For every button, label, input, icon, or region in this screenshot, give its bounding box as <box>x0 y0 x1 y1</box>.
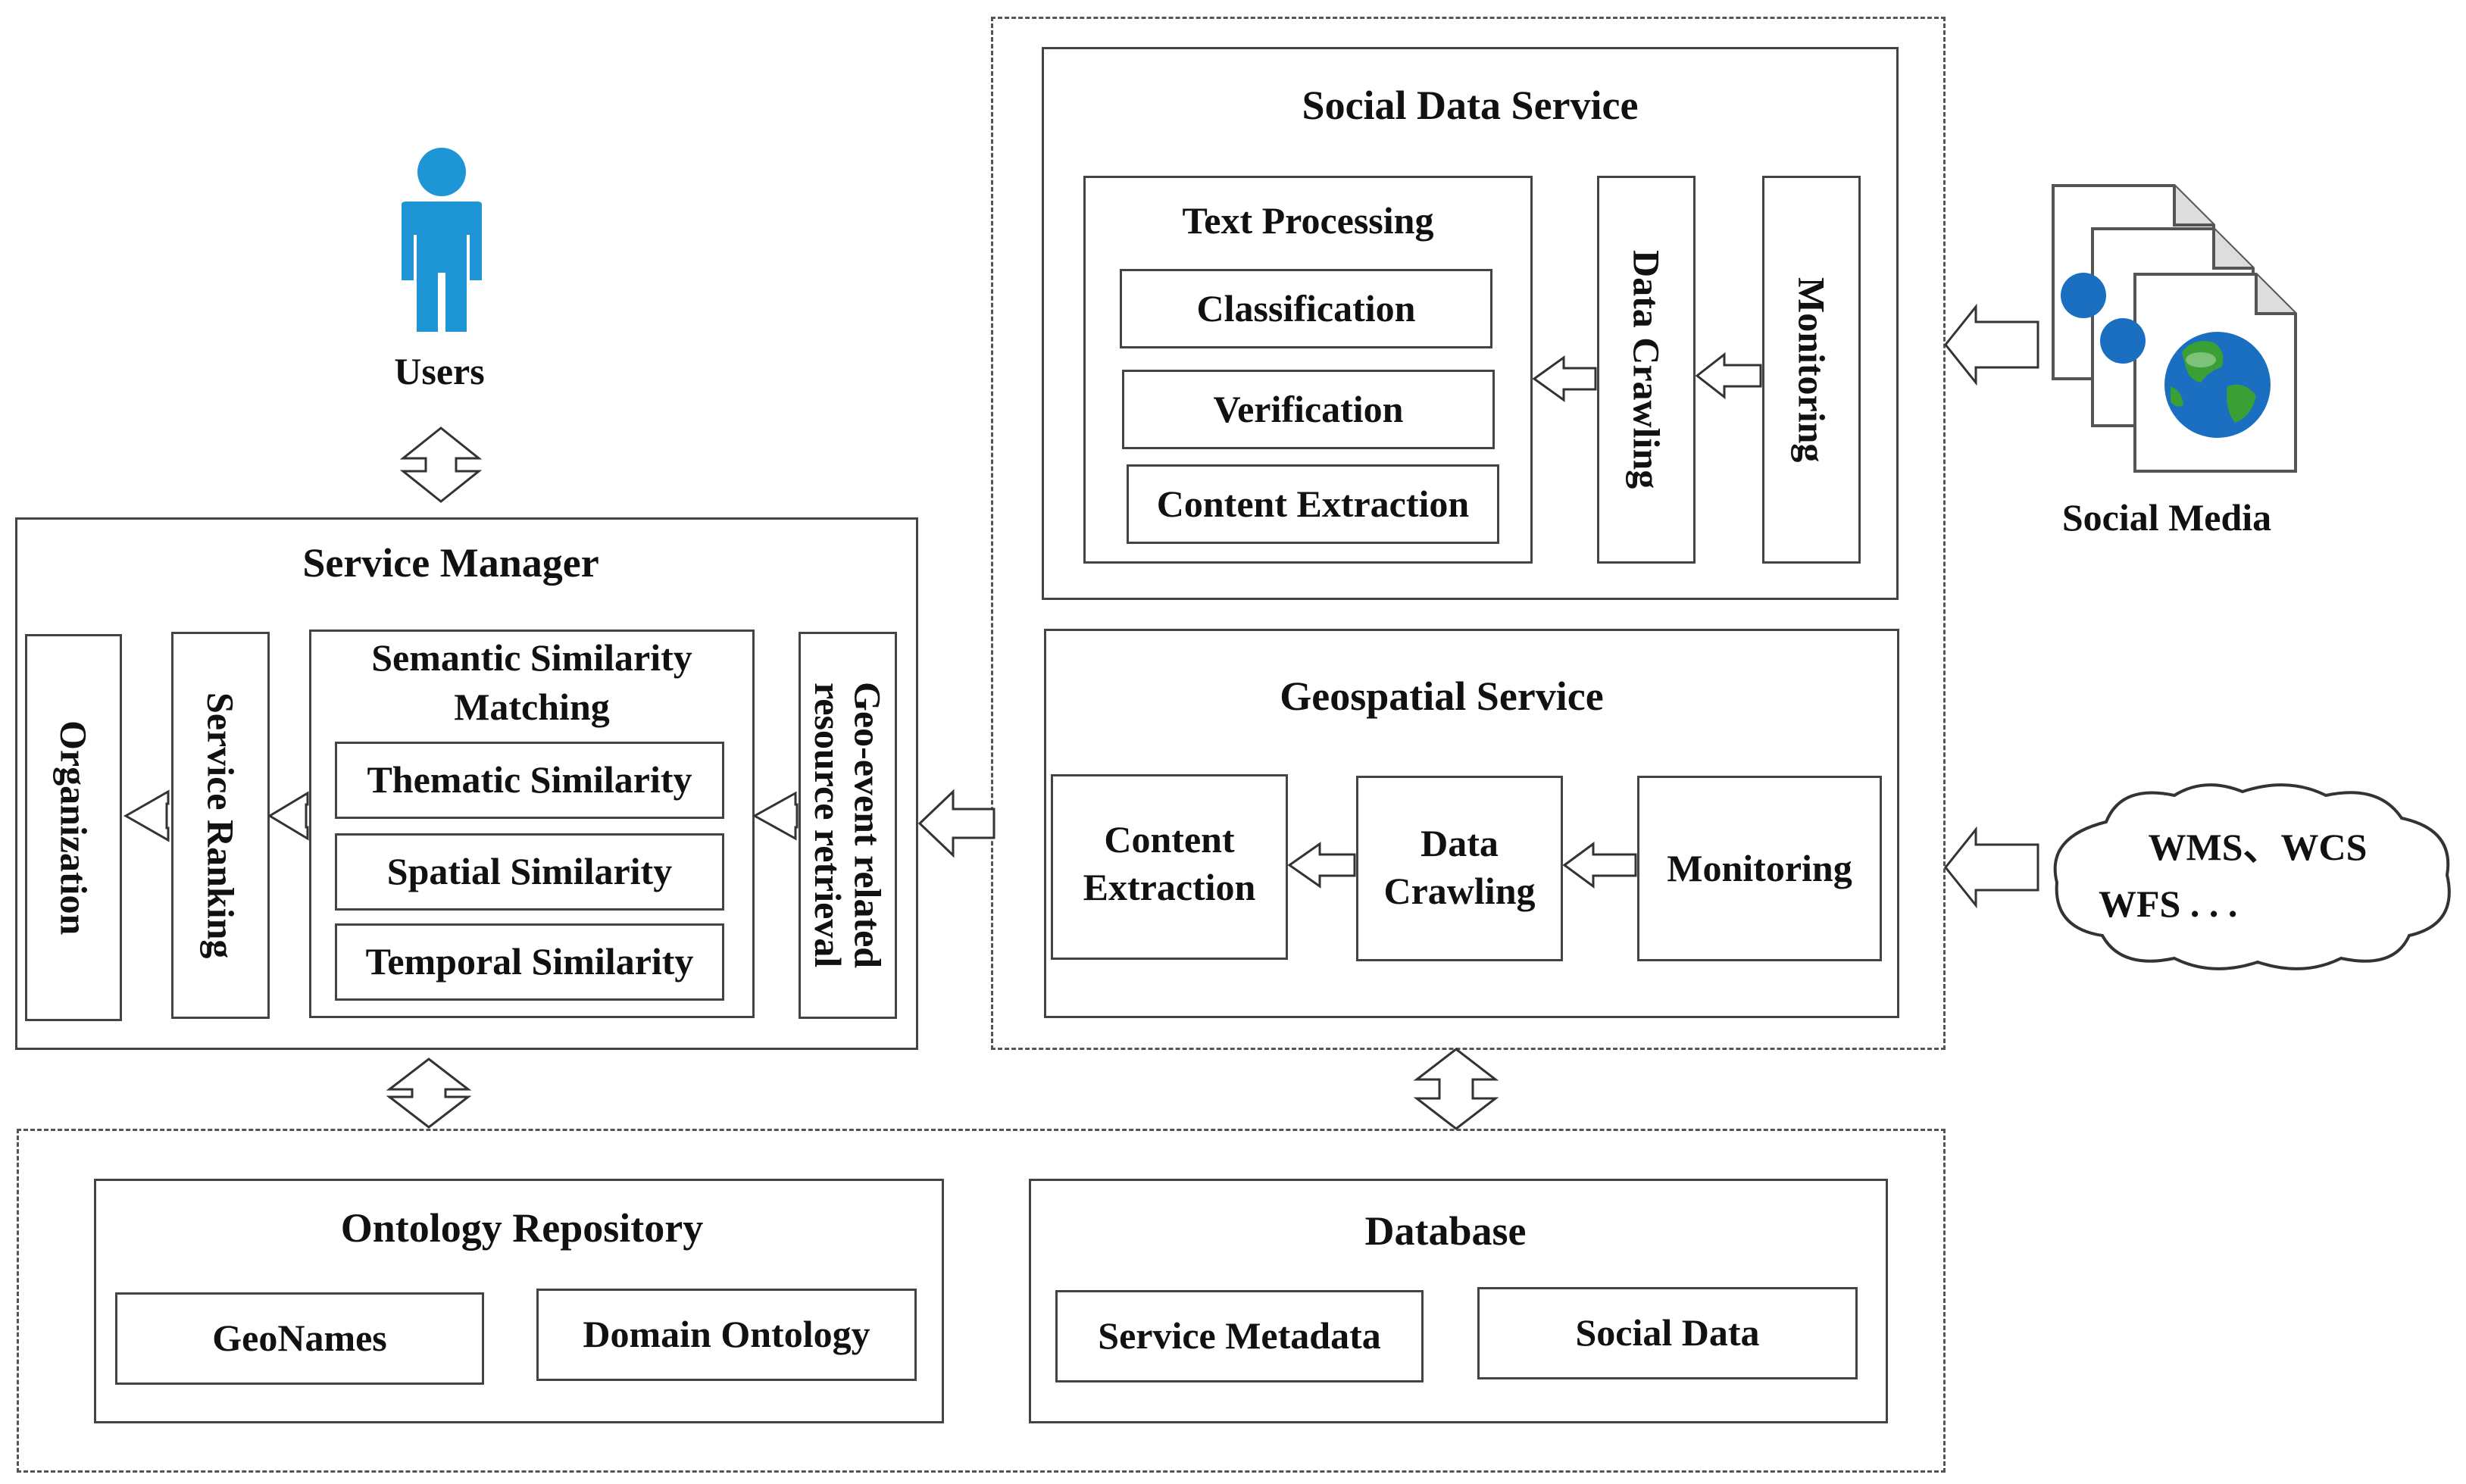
geo-data-crawling-line-2: Crawling <box>1383 870 1536 912</box>
socialmedia-to-service-arrow <box>1944 303 2039 386</box>
geo-crawling-to-extraction-arrow <box>1287 842 1356 889</box>
monitoring-box: Monitoring <box>1762 176 1861 564</box>
service-metadata-box: Service Metadata <box>1055 1290 1424 1382</box>
semantic-matching-title-1: Semantic Similarity <box>371 636 692 679</box>
monitoring-to-crawling-arrow <box>1695 351 1762 400</box>
ogc-line-1: WMS、WCS <box>2148 826 2368 868</box>
monitoring-label: Monitoring <box>1790 276 1833 463</box>
storage-group <box>17 1129 1946 1473</box>
organization-label: Organization <box>52 720 95 936</box>
geo-content-extraction-line-1: Content <box>1104 818 1235 861</box>
geo-data-crawling-line-1: Data <box>1421 822 1499 864</box>
social-media-documents-icon <box>2046 182 2311 485</box>
geo-content-extraction-line-2: Extraction <box>1083 866 1256 908</box>
geo-monitoring-to-crawling-arrow <box>1562 842 1637 889</box>
social-data-box: Social Data <box>1477 1287 1858 1379</box>
geoevent-to-semantic-arrow <box>752 791 799 841</box>
service-ranking-label: Service Ranking <box>199 692 242 959</box>
social-data-service-title: Social Data Service <box>1302 83 1639 128</box>
database-title: Database <box>1364 1208 1527 1254</box>
organization-box: Organization <box>25 634 122 1021</box>
service-manager-title: Service Manager <box>302 540 599 586</box>
temporal-similarity-box: Temporal Similarity <box>335 923 724 1001</box>
services-database-arrow <box>1413 1048 1499 1130</box>
ogc-line-2: WFS . . . <box>2099 883 2238 925</box>
semantic-matching-title-2: Matching <box>454 686 610 728</box>
social-media-label: Social Media <box>2061 496 2272 539</box>
domain-ontology-box: Domain Ontology <box>536 1289 917 1381</box>
services-group <box>991 17 1946 1050</box>
ontology-repository-title: Ontology Repository <box>340 1205 704 1251</box>
text-processing-title: Text Processing <box>1182 199 1434 242</box>
ogc-cloud-shape <box>2046 776 2458 977</box>
semantic-to-ranking-arrow <box>267 791 309 841</box>
crawling-to-textprocessing-arrow <box>1532 355 1597 402</box>
data-crawling-box: Data Crawling <box>1597 176 1696 564</box>
manager-ontology-arrow <box>386 1058 472 1129</box>
service-ranking-box: Service Ranking <box>171 632 270 1019</box>
geospatial-service-title: Geospatial Service <box>1280 673 1604 719</box>
geo-content-extraction-box <box>1051 774 1288 960</box>
user-icon <box>385 144 499 333</box>
ogc-to-geospatial-arrow <box>1944 826 2039 909</box>
geo-data-crawling-box <box>1356 776 1563 961</box>
geonames-box: GeoNames <box>115 1292 484 1385</box>
ranking-to-organization-arrow <box>123 789 170 842</box>
services-to-manager-arrow <box>917 789 995 858</box>
content-extraction-box: Content Extraction <box>1127 464 1499 544</box>
verification-box: Verification <box>1122 370 1495 449</box>
data-crawling-label: Data Crawling <box>1625 250 1668 489</box>
geo-monitoring-box: Monitoring <box>1637 776 1882 961</box>
spatial-similarity-box: Spatial Similarity <box>335 833 724 911</box>
users-label: Users <box>394 350 485 392</box>
users-manager-arrow <box>399 426 483 503</box>
thematic-similarity-box: Thematic Similarity <box>335 742 724 819</box>
classification-box: Classification <box>1120 269 1492 348</box>
